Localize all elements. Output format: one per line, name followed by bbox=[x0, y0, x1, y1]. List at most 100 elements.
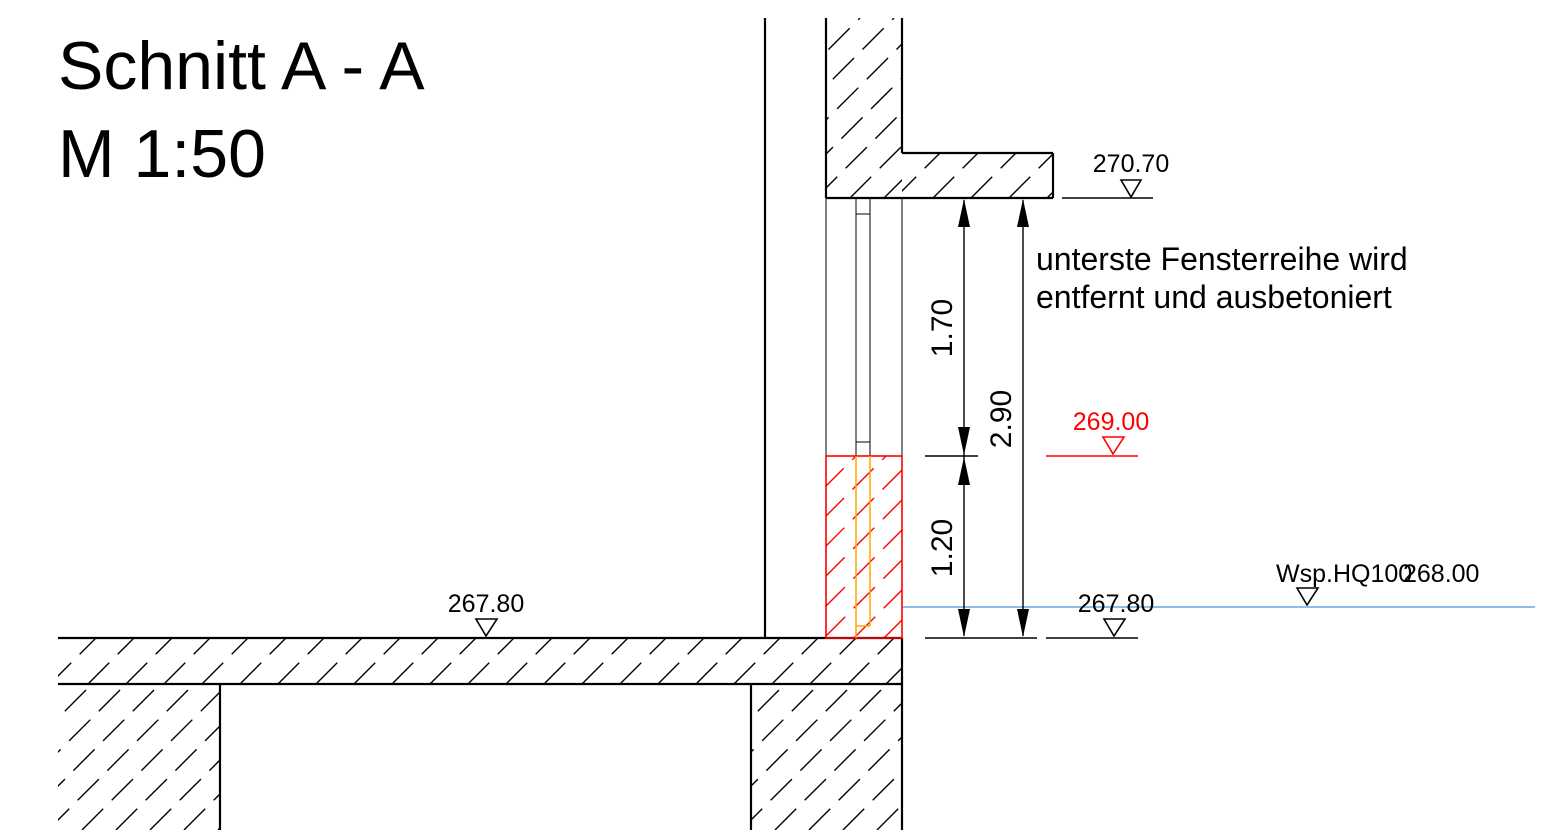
dimension-upper-label: 1.70 bbox=[926, 299, 959, 357]
hatch-line bbox=[58, 684, 59, 685]
level-marker-hq100: Wsp.HQ100 268.00 bbox=[1276, 560, 1479, 607]
hatch-line bbox=[826, 43, 902, 121]
hatch-line bbox=[826, 559, 902, 637]
hatch-line bbox=[58, 684, 161, 787]
hatch-line bbox=[911, 684, 1057, 830]
hatch-line bbox=[826, 456, 887, 517]
level-triangle-icon bbox=[474, 618, 499, 638]
hatch-line bbox=[315, 638, 363, 684]
hatch-line bbox=[826, 18, 827, 19]
hatch-line bbox=[826, 499, 902, 577]
hatch-line bbox=[826, 469, 902, 547]
structure-outline bbox=[58, 18, 1055, 830]
hatch-line bbox=[826, 18, 861, 53]
hatch-line bbox=[826, 111, 902, 189]
scale-label: M 1:50 bbox=[58, 116, 266, 192]
hatch-line bbox=[924, 638, 970, 684]
hatch-line bbox=[771, 638, 819, 684]
hatch-line bbox=[353, 638, 401, 684]
hatch-line bbox=[809, 638, 857, 684]
note-line-2: entfernt und ausbetoniert bbox=[1036, 279, 1392, 315]
section-title: Schnitt A - A bbox=[58, 28, 425, 104]
hatch-line bbox=[58, 638, 59, 639]
hatch-line bbox=[751, 684, 854, 787]
hatch-line bbox=[277, 638, 325, 684]
ceiling-slab-hatch bbox=[902, 153, 1053, 198]
hatch-line bbox=[201, 638, 249, 684]
hatch-line bbox=[239, 638, 287, 684]
dimension-total-label: 2.90 bbox=[985, 390, 1018, 448]
hatch-line bbox=[252, 684, 398, 830]
hatch-line bbox=[826, 529, 902, 607]
level-hq100-value: 268.00 bbox=[1403, 560, 1479, 588]
hatch-line bbox=[81, 691, 220, 830]
hatch-line bbox=[58, 684, 93, 719]
hatch-line bbox=[695, 638, 743, 684]
level-marker-ceiling: 270.70 bbox=[1062, 150, 1169, 199]
dimension-arrows bbox=[958, 199, 1029, 637]
hatch-line bbox=[58, 684, 127, 753]
level-triangle-icon bbox=[1101, 436, 1126, 456]
level-marker-floor-inside: 267.80 bbox=[448, 590, 524, 638]
level-triangle-icon bbox=[1119, 179, 1143, 199]
hatch-line bbox=[581, 638, 629, 684]
wall-upper-hatch bbox=[826, 18, 1098, 198]
hatch-line bbox=[217, 827, 220, 830]
hatch-line bbox=[826, 77, 902, 155]
drawing-title: Schnitt A - A M 1:50 bbox=[58, 22, 425, 198]
level-triangle-icon bbox=[1102, 618, 1127, 638]
window-frame bbox=[825, 198, 903, 456]
hatch-line bbox=[751, 684, 888, 821]
hatch-line bbox=[751, 684, 786, 719]
hatch-line bbox=[543, 638, 591, 684]
new-concrete-infill bbox=[825, 455, 903, 639]
hatch-line bbox=[619, 638, 667, 684]
hatch-line bbox=[885, 667, 902, 684]
floor-slab-hatch bbox=[58, 638, 970, 684]
level-flood-value: 269.00 bbox=[1073, 408, 1149, 436]
hatch-line bbox=[1008, 153, 1053, 198]
window-removal-note: unterste Fensterreihe wird entfernt und … bbox=[1036, 240, 1408, 316]
left-foundation-hatch bbox=[58, 684, 398, 830]
hatch-line bbox=[58, 638, 97, 677]
level-marker-ground-outside: 267.80 bbox=[1046, 590, 1154, 639]
level-marker-flood-red: 269.00 bbox=[1046, 408, 1149, 457]
hatch-line bbox=[163, 638, 211, 684]
note-line-1: unterste Fensterreihe wird bbox=[1036, 241, 1408, 277]
level-hq100-label: Wsp.HQ100 bbox=[1276, 560, 1412, 588]
hatch-line bbox=[883, 619, 902, 638]
level-triangle-icon bbox=[1295, 587, 1320, 607]
hatch-line bbox=[847, 638, 895, 684]
hatch-line bbox=[883, 179, 902, 198]
hatch-line bbox=[932, 153, 979, 198]
level-floor-inside-value: 267.80 bbox=[448, 590, 524, 618]
hatch-line bbox=[467, 638, 515, 684]
level-ceiling-value: 270.70 bbox=[1093, 150, 1169, 178]
hatch-line bbox=[505, 638, 553, 684]
frame-edge-orange bbox=[855, 456, 871, 638]
hatch-line bbox=[774, 702, 902, 830]
right-foundation-hatch bbox=[751, 684, 1057, 830]
hatch-line bbox=[902, 153, 941, 192]
hatch-line bbox=[826, 456, 827, 457]
hatch-line bbox=[58, 684, 195, 821]
hatch-line bbox=[902, 153, 903, 154]
hatch-line bbox=[125, 638, 173, 684]
hatch-line bbox=[918, 18, 1098, 198]
hatch-line bbox=[751, 684, 752, 685]
dimension-lines bbox=[925, 200, 1037, 639]
hatch-line bbox=[970, 153, 1017, 198]
hatch-line bbox=[849, 145, 902, 198]
hatch-line bbox=[429, 638, 477, 684]
dimension-lower-label: 1.20 bbox=[926, 519, 959, 577]
level-ground-outside-value: 267.80 bbox=[1078, 590, 1154, 618]
hatch-line bbox=[391, 638, 439, 684]
hatch-line bbox=[853, 589, 902, 638]
hatch-line bbox=[87, 638, 135, 684]
hatch-line bbox=[115, 725, 220, 830]
hatch-line bbox=[751, 684, 820, 753]
hatch-line bbox=[826, 18, 895, 87]
hatch-line bbox=[733, 638, 781, 684]
hatch-line bbox=[657, 638, 705, 684]
